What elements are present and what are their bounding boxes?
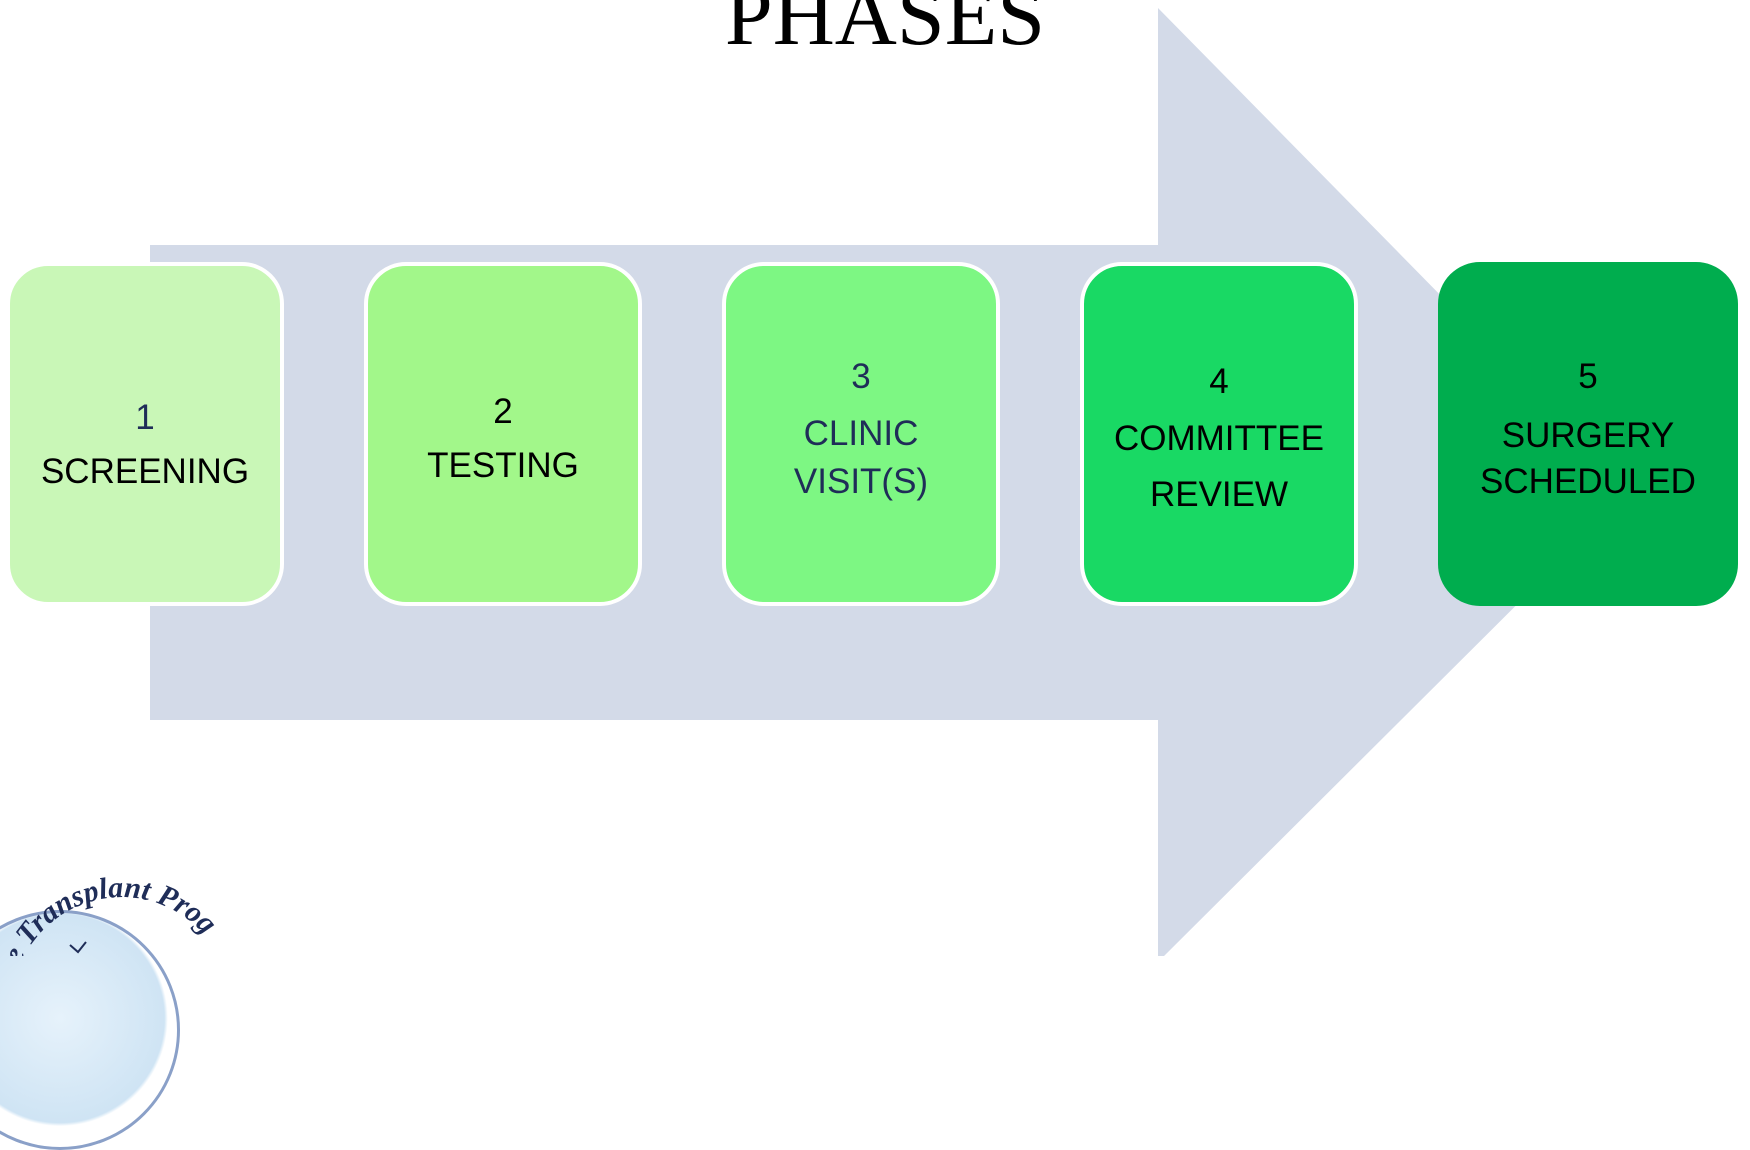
phase-3-label-line-1: CLINIC (803, 414, 919, 454)
phase-3-number: 3 (851, 357, 871, 397)
phase-2-box: 2 TESTING (364, 262, 642, 606)
phase-5-box: 5 SURGERY SCHEDULED (1438, 262, 1738, 606)
phase-2-label: TESTING (427, 446, 579, 485)
svg-text:e Transplant Prog: e Transplant Prog (0, 871, 220, 956)
phase-2-number: 2 (493, 391, 513, 431)
phase-4-label-line-2: REVIEW (1149, 475, 1289, 515)
phase-4-box: 4 COMMITTEE REVIEW (1080, 262, 1358, 606)
phase-1-box: 1 SCREENING (6, 262, 284, 606)
phase-5-number: 5 (1578, 356, 1598, 396)
phase-4-number: 4 (1209, 361, 1229, 401)
transplant-program-logo-text: e Transplant Prog (0, 871, 220, 956)
phase-4-label-line-1: COMMITTEE (1114, 418, 1324, 458)
phase-5-label-line-2: SCHEDULED (1480, 461, 1696, 501)
phase-1-number: 1 (135, 397, 155, 437)
page-title: PHASES (724, 0, 1046, 63)
phase-3-box: 3 CLINIC VISIT(S) (722, 262, 1000, 606)
logo-emblem-icon (69, 941, 87, 954)
phase-1-label: SCREENING (40, 452, 250, 491)
phase-5-label-line-1: SURGERY (1501, 416, 1675, 456)
phase-3-label-line-2: VISIT(S) (793, 461, 929, 501)
logo-arc-text: e Transplant Prog (0, 871, 220, 956)
